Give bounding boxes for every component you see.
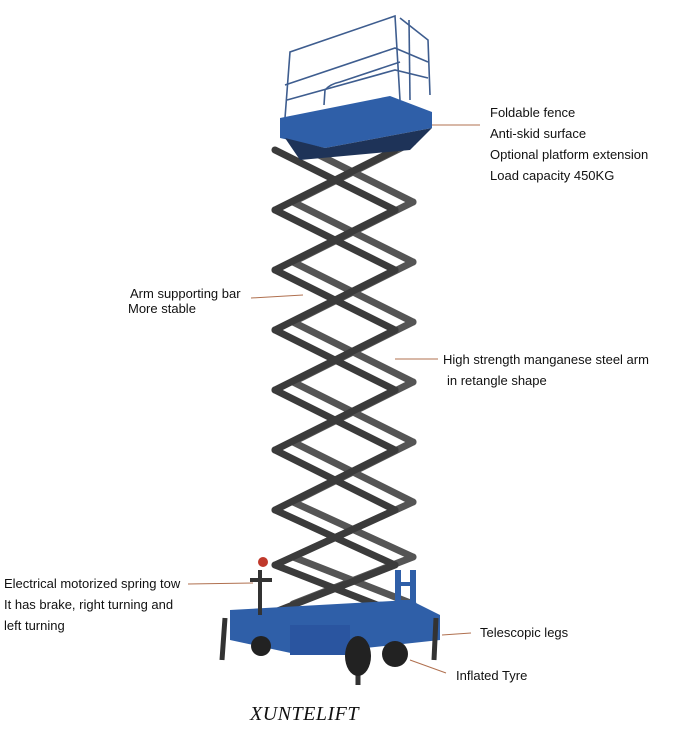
callout-left-turning: left turning: [4, 618, 65, 633]
scissor-arm: [271, 146, 399, 214]
scissor-arm: [271, 206, 399, 274]
callout-telescopic-legs: Telescopic legs: [480, 625, 569, 640]
tow-callout: Electrical motorized spring tow It has b…: [4, 573, 180, 636]
platform: [280, 14, 432, 160]
callout-motorized-tow: Electrical motorized spring tow: [4, 576, 181, 591]
scissor-arm: [271, 326, 399, 394]
callout-inflated-tyre: Inflated Tyre: [456, 668, 528, 683]
callout-brake-turning: It has brake, right turning and: [4, 597, 174, 612]
base-chassis: [219, 557, 440, 685]
scissor-arm: [271, 446, 399, 514]
scissor-arms: [271, 138, 417, 616]
callout-anti-skid: Anti-skid surface: [490, 126, 587, 141]
platform-callout: Foldable fence Anti-skid surface Optiona…: [490, 102, 648, 186]
scissor-arm: [271, 386, 399, 454]
callout-arm-supporting-bar: Arm supporting bar: [130, 286, 241, 301]
callout-foldable-fence: Foldable fence: [490, 105, 576, 120]
callout-platform-extension: Optional platform extension: [490, 147, 649, 162]
arm-bar-callout: Arm supporting bar More stable: [128, 286, 241, 316]
callout-more-stable: More stable: [128, 301, 196, 316]
callout-load-capacity: Load capacity 450KG: [490, 168, 615, 183]
brand-name: XUNTELIFT: [250, 703, 359, 725]
leader-lines: [187, 124, 480, 674]
steel-arm-callout: High strength manganese steel arm in ret…: [443, 349, 649, 391]
scissor-arm: [271, 266, 399, 334]
platform-deck: [280, 96, 432, 148]
scissor-arm: [271, 561, 399, 616]
scissor-arm: [271, 506, 399, 569]
callout-rectangle-shape: in retangle shape: [447, 373, 547, 388]
foldable-fence: [284, 14, 431, 119]
callout-steel-arm: High strength manganese steel arm: [443, 352, 649, 367]
